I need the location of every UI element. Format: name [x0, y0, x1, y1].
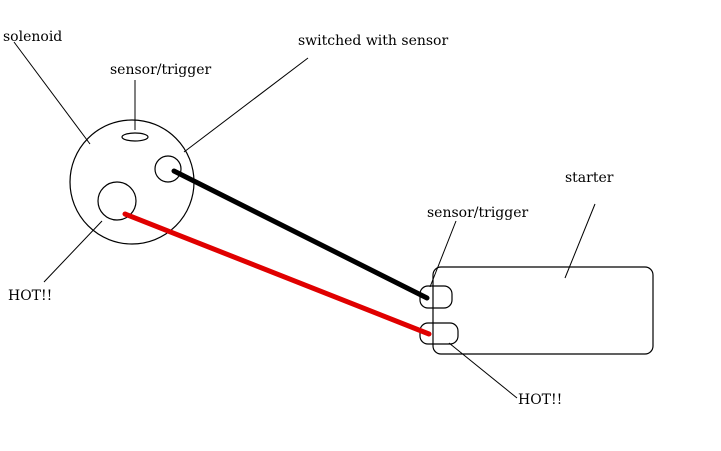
starter-hot-terminal	[419, 322, 459, 345]
starter-label: starter	[565, 170, 614, 186]
starter-sensor-label: sensor/trigger	[427, 205, 529, 221]
switched-label: switched with sensor	[298, 33, 448, 49]
switched-leader	[183, 57, 309, 153]
solenoid-hot-terminal	[97, 181, 137, 221]
starter-hot-label: HOT!!	[518, 392, 562, 408]
solenoid-hot-leader	[43, 220, 103, 283]
red-wire	[122, 211, 432, 337]
solenoid-sensor-terminal	[121, 132, 149, 142]
black-wire	[171, 168, 430, 301]
solenoid-sensor-label: sensor/trigger	[110, 62, 212, 78]
solenoid-label: solenoid	[3, 29, 62, 45]
solenoid-switched-terminal	[154, 155, 182, 183]
solenoid-body	[69, 119, 195, 245]
solenoid-hot-label: HOT!!	[8, 288, 52, 304]
starter-leader	[564, 203, 596, 279]
solenoid-leader	[13, 41, 91, 145]
starter-body	[432, 266, 654, 355]
starter-sensor-leader	[429, 220, 457, 288]
starter-hot-leader	[448, 342, 518, 399]
